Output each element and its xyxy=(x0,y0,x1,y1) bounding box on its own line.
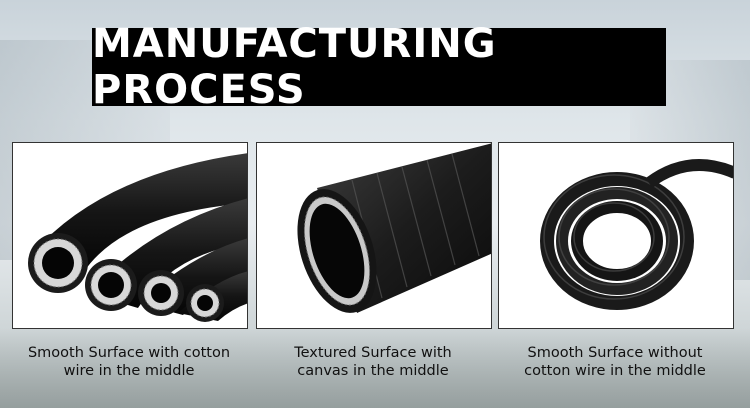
hose-cotton-wire-icon xyxy=(28,153,247,322)
caption-2-line-2: canvas in the middle xyxy=(297,363,449,379)
caption-3-line-2: cotton wire in the middle xyxy=(524,363,706,379)
caption-3-line-1: Smooth Surface without xyxy=(527,345,703,361)
caption-2: Textured Surface with canvas in the midd… xyxy=(250,344,496,380)
caption-1: Smooth Surface with cotton wire in the m… xyxy=(6,344,252,380)
hose-coil-icon xyxy=(540,159,733,310)
product-card-2 xyxy=(256,142,492,329)
caption-1-line-1: Smooth Surface with cotton xyxy=(27,345,231,361)
hose-textured-canvas-icon xyxy=(297,143,491,313)
title-banner: MANUFACTURING PROCESS xyxy=(92,21,666,113)
product-card-1 xyxy=(12,142,248,329)
background-ground xyxy=(0,328,750,408)
caption-3: Smooth Surface without cotton wire in th… xyxy=(492,344,738,380)
caption-1-line-2: wire in the middle xyxy=(63,363,195,379)
product-card-3 xyxy=(498,142,734,329)
caption-2-line-1: Textured Surface with xyxy=(294,345,452,361)
page-title: MANUFACTURING PROCESS xyxy=(92,21,497,113)
